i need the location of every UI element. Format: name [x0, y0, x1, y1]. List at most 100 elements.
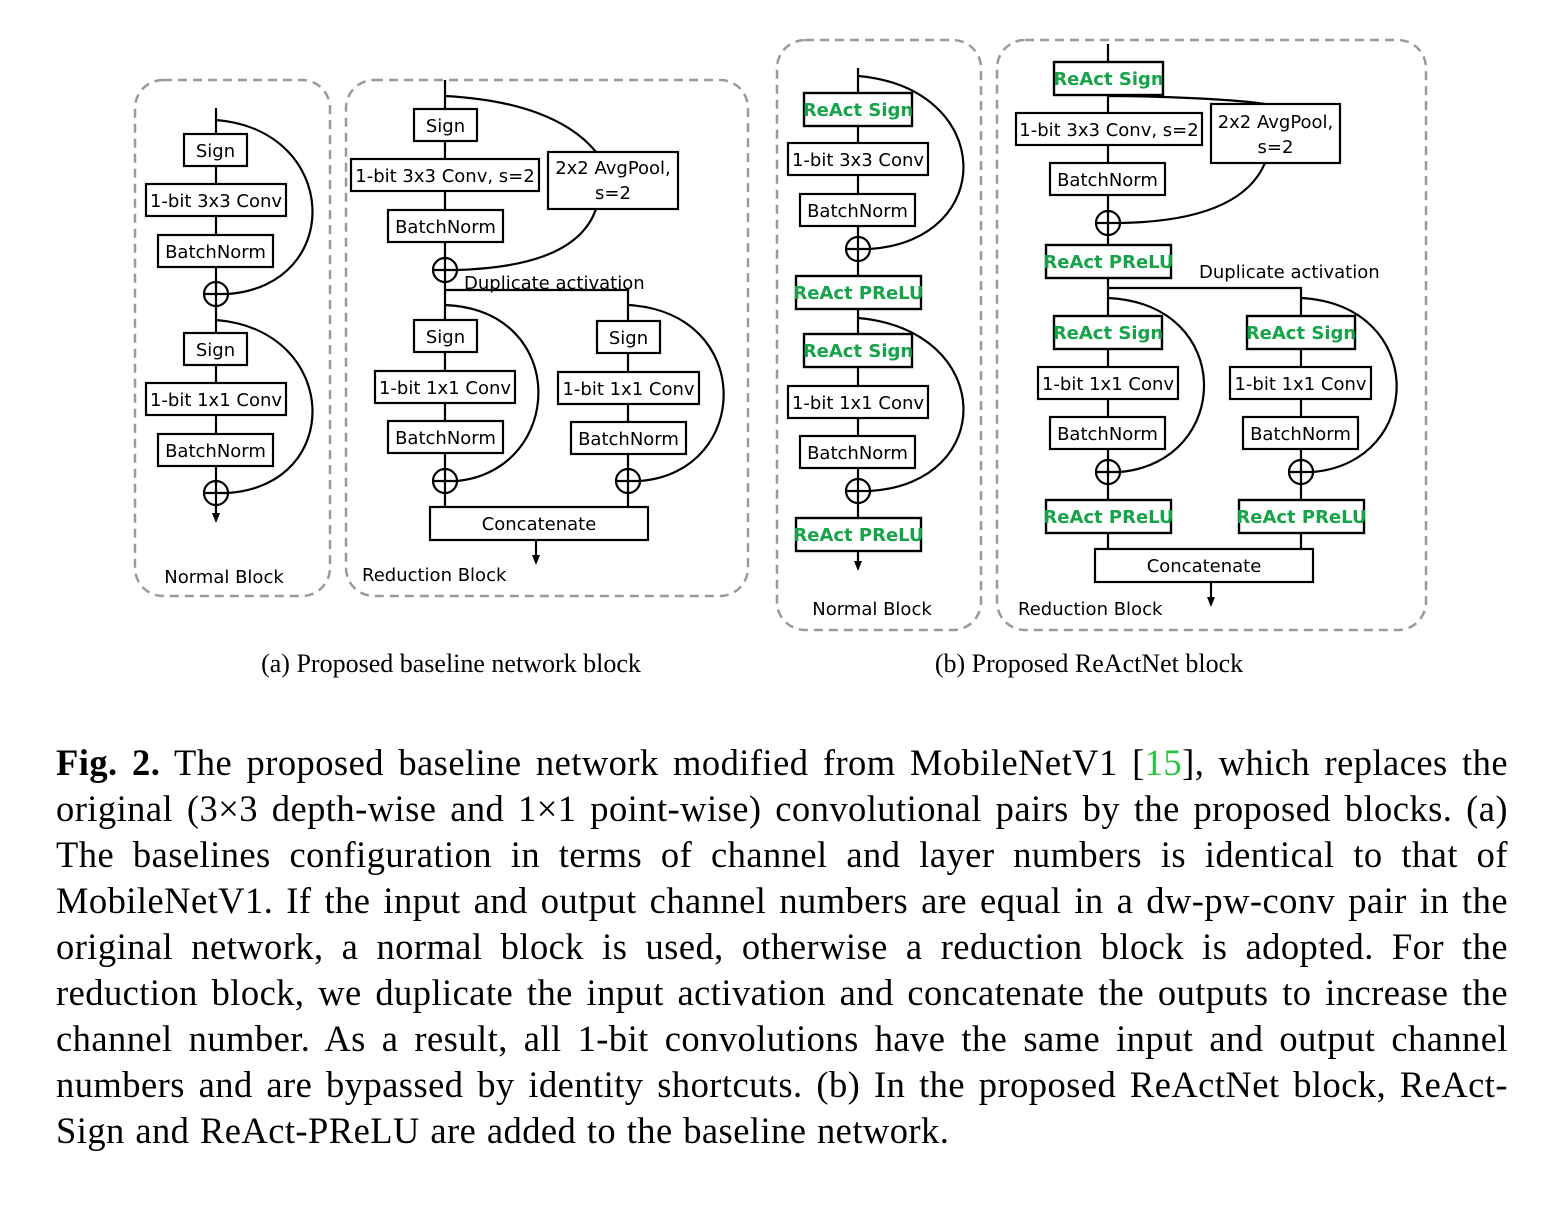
subcaption-a: (a) Proposed baseline network block — [261, 649, 641, 678]
react-prelu-box-red-right: ReAct PReLU — [1236, 498, 1367, 535]
sign-label: Sign — [426, 116, 465, 137]
conv1x1-label: 1-bit 1x1 Conv — [1234, 374, 1366, 395]
add-icon — [844, 235, 872, 263]
conv1x1-label: 1-bit 1x1 Conv — [1042, 374, 1174, 395]
add-icon — [614, 467, 642, 495]
shortcut-left-branch — [444, 303, 540, 483]
conv1x1-box-red-right: 1-bit 1x1 Conv — [556, 370, 701, 406]
shortcut-2-a-normal — [215, 318, 314, 495]
shortcut-right-branch-b — [1300, 296, 1398, 474]
sign-label: Sign — [609, 328, 648, 349]
react-prelu-label: ReAct PReLU — [793, 283, 923, 304]
batchnorm-label: BatchNorm — [395, 217, 496, 238]
panel-a-normal-block: Sign 1-bit 3x3 Conv BatchNorm Sign 1-bit… — [133, 78, 332, 598]
react-sign-box-2: ReAct Sign — [802, 332, 914, 369]
sign-box-red-right: Sign — [595, 319, 662, 355]
react-sign-box-1: ReAct Sign — [802, 91, 914, 128]
conv1x1-box-red-right-b: 1-bit 1x1 Conv — [1228, 365, 1373, 401]
citation-link[interactable]: 15 — [1144, 742, 1183, 783]
react-prelu-box-red-left: ReAct PReLU — [1043, 498, 1174, 535]
batchnorm-box-b1: BatchNorm — [798, 192, 917, 228]
reduction-block-label-a: Reduction Block — [362, 565, 507, 586]
avgpool-label-1: 2x2 AvgPool, — [555, 158, 671, 179]
add-icon — [1287, 458, 1315, 486]
conv3x3-label: 1-bit 3x3 Conv — [150, 191, 282, 212]
batchnorm-label: BatchNorm — [395, 428, 496, 449]
conv3x3-box: 1-bit 3x3 Conv — [144, 182, 288, 218]
batchnorm-box-red-right-b: BatchNorm — [1241, 415, 1360, 451]
avgpool-label-1: 2x2 AvgPool, — [1218, 112, 1334, 133]
batchnorm-box-2: BatchNorm — [156, 432, 275, 468]
conv1x1-label: 1-bit 1x1 Conv — [562, 379, 694, 400]
reduction-block-border-b — [995, 38, 1428, 632]
add-icon — [1094, 458, 1122, 486]
add-icon — [202, 479, 230, 507]
react-sign-label: ReAct Sign — [1053, 323, 1163, 344]
panel-b-normal-block: ReAct Sign 1-bit 3x3 Conv BatchNorm ReAc… — [775, 38, 983, 632]
normal-block-label-b: Normal Block — [812, 599, 932, 620]
batchnorm-box-red-top-b: BatchNorm — [1048, 161, 1167, 197]
batchnorm-label: BatchNorm — [1250, 424, 1351, 445]
react-sign-label: ReAct Sign — [803, 341, 913, 362]
react-sign-box-red-top: ReAct Sign — [1052, 60, 1165, 97]
duplicate-activation-label-b: Duplicate activation — [1199, 262, 1380, 283]
shortcut-1-a-normal — [215, 118, 314, 296]
avgpool-box-b: 2x2 AvgPool, s=2 — [1209, 102, 1342, 165]
concatenate-box-a: Concatenate — [428, 505, 650, 542]
shortcut-to-avgpool-b — [1107, 94, 1266, 106]
avgpool-to-add-b — [1119, 162, 1267, 225]
batchnorm-label: BatchNorm — [807, 201, 908, 222]
subcaption-b: (b) Proposed ReActNet block — [935, 649, 1243, 678]
react-sign-label: ReAct Sign — [803, 100, 913, 121]
batchnorm-box-red-left-b: BatchNorm — [1048, 415, 1167, 451]
react-prelu-label: ReAct PReLU — [793, 525, 923, 546]
react-prelu-box-1: ReAct PReLU — [793, 274, 924, 311]
sign-label: Sign — [426, 327, 465, 348]
reduction-block-label-b: Reduction Block — [1018, 599, 1163, 620]
normal-block-border-b — [775, 38, 983, 632]
batchnorm-box-b2: BatchNorm — [798, 434, 917, 470]
batchnorm-box-red-left: BatchNorm — [386, 419, 505, 455]
avgpool-box: 2x2 AvgPool, s=2 — [546, 150, 680, 211]
duplicate-activation-label-a: Duplicate activation — [464, 273, 645, 294]
avgpool-label-2: s=2 — [595, 183, 631, 204]
add-icon — [844, 477, 872, 505]
batchnorm-label: BatchNorm — [1057, 170, 1158, 191]
figure-number: Fig. 2. — [56, 742, 161, 783]
figure-caption: Fig. 2. The proposed baseline network mo… — [56, 740, 1508, 1154]
batchnorm-label: BatchNorm — [165, 441, 266, 462]
react-prelu-label: ReAct PReLU — [1236, 507, 1366, 528]
conv3x3-s2-box-b: 1-bit 3x3 Conv, s=2 — [1014, 111, 1204, 147]
caption-text-2: ], which replaces the original (3×3 dept… — [56, 742, 1509, 1151]
shortcut-right-branch — [627, 303, 725, 483]
react-prelu-label: ReAct PReLU — [1043, 507, 1173, 528]
sign-box-red-left: Sign — [412, 318, 479, 354]
reduction-block-border-a — [344, 78, 750, 598]
shortcut-1-b-normal — [857, 74, 965, 251]
conv3x3-s2-label: 1-bit 3x3 Conv, s=2 — [1019, 120, 1198, 141]
conv3x3-box-b: 1-bit 3x3 Conv — [786, 141, 930, 177]
react-sign-box-red-left: ReAct Sign — [1052, 314, 1164, 351]
react-prelu-box-2: ReAct PReLU — [793, 516, 924, 553]
batchnorm-label: BatchNorm — [578, 429, 679, 450]
sign-box-red-top: Sign — [412, 107, 479, 143]
avgpool-label-2: s=2 — [1258, 137, 1294, 158]
batchnorm-box-1: BatchNorm — [156, 233, 275, 269]
add-icon — [202, 280, 230, 308]
shortcut-left-branch-b — [1107, 296, 1206, 474]
add-icon — [1094, 209, 1122, 237]
concatenate-label: Concatenate — [482, 514, 597, 535]
panel-a-reduction-block: Sign 1-bit 3x3 Conv, s=2 2x2 AvgPool, s=… — [344, 78, 750, 598]
conv1x1-label: 1-bit 1x1 Conv — [792, 393, 924, 414]
conv3x3-label: 1-bit 3x3 Conv — [792, 150, 924, 171]
conv1x1-label: 1-bit 1x1 Conv — [379, 378, 511, 399]
normal-block-border-a — [133, 78, 332, 598]
react-prelu-box-red-top: ReAct PReLU — [1043, 243, 1174, 280]
add-icon — [431, 467, 459, 495]
batchnorm-box-red-right: BatchNorm — [569, 420, 688, 456]
conv1x1-box: 1-bit 1x1 Conv — [144, 381, 288, 417]
shortcut-to-avgpool — [444, 94, 597, 153]
batchnorm-label: BatchNorm — [1057, 424, 1158, 445]
batchnorm-label: BatchNorm — [807, 443, 908, 464]
panel-b-reduction-block: ReAct Sign 1-bit 3x3 Conv, s=2 2x2 AvgPo… — [995, 38, 1428, 632]
